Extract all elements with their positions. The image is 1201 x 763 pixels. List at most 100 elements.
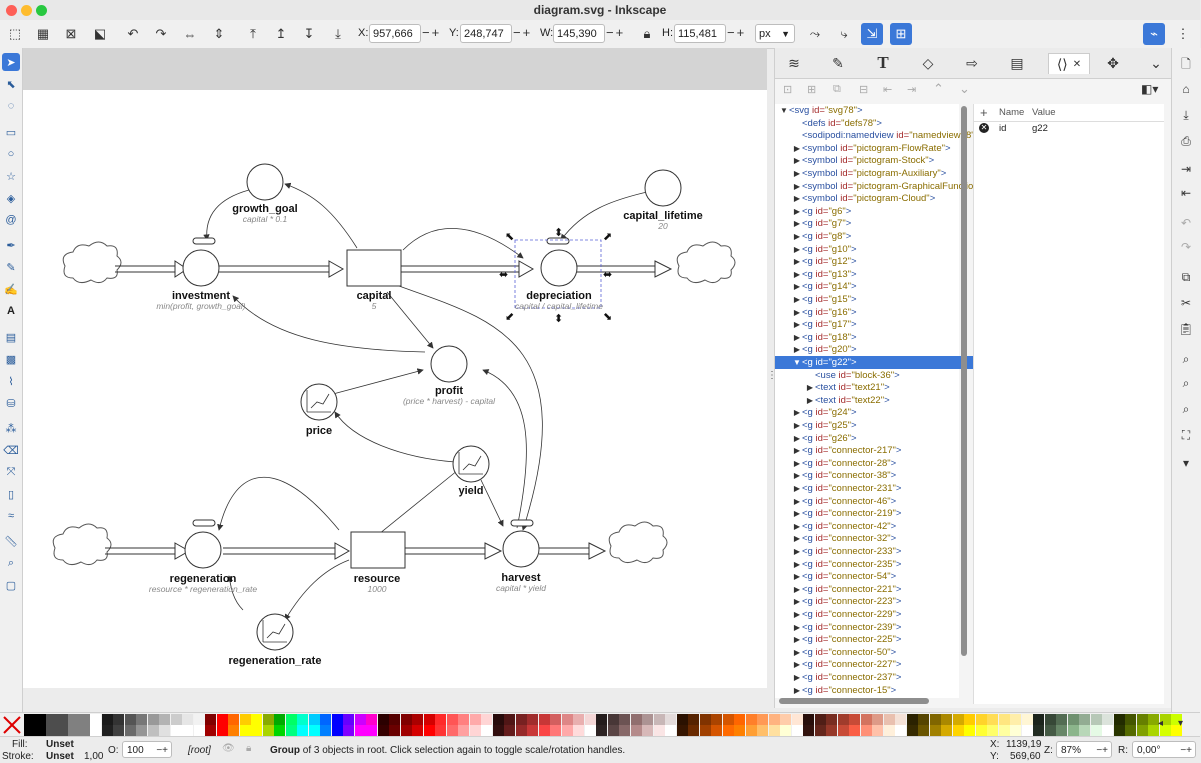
collapsed-triangle-icon[interactable]: ▶ <box>793 307 801 317</box>
color-swatch[interactable] <box>1056 714 1067 725</box>
color-swatch[interactable] <box>147 714 159 725</box>
color-swatch[interactable] <box>1113 714 1125 725</box>
more-commands-chevron-icon[interactable]: ▾ <box>1182 456 1190 470</box>
graph-price[interactable] <box>300 383 338 421</box>
color-swatch-tint[interactable] <box>860 725 872 736</box>
xml-node-row[interactable]: ▶<text id="text21"> <box>775 381 989 394</box>
lower-icon[interactable]: ↧ <box>303 26 315 41</box>
color-swatch[interactable] <box>205 714 216 725</box>
collapsed-triangle-icon[interactable]: ▶ <box>793 484 801 493</box>
color-swatch-tint[interactable] <box>1136 725 1148 736</box>
color-swatch[interactable] <box>538 714 550 725</box>
collapsed-triangle-icon[interactable]: ▶ <box>793 685 801 695</box>
stroke-width-value[interactable]: 1,00 <box>84 751 104 762</box>
rotate-ccw-icon[interactable]: ↶ <box>127 26 139 41</box>
xml-node-row[interactable]: <defs id="defs78"> <box>775 117 976 130</box>
collapsed-triangle-icon[interactable]: ▶ <box>793 446 801 456</box>
color-swatch-tint[interactable] <box>619 725 630 736</box>
xml-node-row[interactable]: ▶<g id="g18"> <box>775 331 976 344</box>
color-swatch[interactable] <box>423 714 435 725</box>
zoom-selection-icon[interactable]: ⌕ <box>1182 351 1190 366</box>
collapsed-triangle-icon[interactable]: ▶ <box>793 433 801 443</box>
layer-lock-icon[interactable]: 🔒︎ <box>246 743 252 754</box>
color-swatch-tint[interactable] <box>285 725 297 736</box>
color-swatch-tint[interactable] <box>377 725 389 736</box>
collapsed-triangle-icon[interactable]: ▶ <box>793 547 801 556</box>
color-swatch-tint[interactable] <box>584 725 596 736</box>
color-swatch[interactable] <box>596 714 607 725</box>
color-swatch[interactable] <box>481 714 492 725</box>
import-icon[interactable]: ⇥ <box>1180 162 1192 176</box>
color-swatch[interactable] <box>607 714 619 725</box>
color-swatch[interactable] <box>699 714 711 725</box>
aux-profit[interactable] <box>430 345 468 383</box>
no-paint-swatch-icon[interactable] <box>2 715 22 735</box>
color-swatch[interactable] <box>561 714 573 725</box>
rectangle-tool-icon[interactable]: ▭ <box>5 126 17 139</box>
zoom-fit-icon[interactable]: ⛶ <box>1181 427 1191 442</box>
color-swatch[interactable] <box>297 714 308 725</box>
xml-node-row[interactable]: ▶<g id="g25"> <box>775 419 976 432</box>
scale-stroke-icon[interactable]: ⤳ <box>809 26 821 41</box>
aux-capital-lifetime[interactable] <box>644 169 682 207</box>
selector-tool-icon[interactable]: ➤ <box>2 53 20 71</box>
color-swatch-tint[interactable] <box>515 725 527 736</box>
color-swatch-tint[interactable] <box>791 725 803 736</box>
collapsed-triangle-icon[interactable]: ▶ <box>793 471 801 481</box>
lpe-tool-icon[interactable]: ≈ <box>7 510 15 522</box>
collapsed-triangle-icon[interactable]: ▶ <box>793 572 801 582</box>
color-swatch[interactable] <box>170 714 182 725</box>
xml-node-row[interactable]: ▶<g id="connector-235"> <box>775 558 976 571</box>
ellipse-tool-icon[interactable]: ○ <box>7 148 15 160</box>
xml-node-row[interactable]: <use id="block-36"> <box>775 369 989 382</box>
color-swatch-tint[interactable] <box>975 725 987 736</box>
color-swatch[interactable] <box>90 714 101 725</box>
dock-menu-chevron-icon[interactable]: ⌄ <box>1150 54 1162 71</box>
color-swatch-tint[interactable] <box>780 725 791 736</box>
color-swatch[interactable] <box>929 714 941 725</box>
color-swatch-tint[interactable] <box>573 725 584 736</box>
collapsed-triangle-icon[interactable]: ▶ <box>793 219 801 229</box>
color-swatch[interactable] <box>320 714 331 725</box>
color-swatch[interactable] <box>182 714 193 725</box>
collapsed-triangle-icon[interactable]: ▶ <box>793 143 801 153</box>
tweak-tool-icon[interactable]: ◌ <box>7 100 15 112</box>
node-tool-icon[interactable]: ⬉ <box>6 78 16 91</box>
xml-node-row[interactable]: ▶<g id="g14"> <box>775 280 976 293</box>
color-swatch[interactable] <box>446 714 458 725</box>
color-swatch[interactable] <box>343 714 354 725</box>
palette-scroll-icon[interactable]: ◂ <box>1158 718 1164 729</box>
delete-attribute-icon[interactable]: ✕ <box>979 123 989 133</box>
color-swatch-tint[interactable] <box>642 725 653 736</box>
collapsed-triangle-icon[interactable]: ▶ <box>793 181 801 191</box>
color-swatch[interactable] <box>814 714 826 725</box>
color-swatch-tint[interactable] <box>964 725 975 736</box>
star-tool-icon[interactable]: ☆ <box>6 170 16 183</box>
lower-to-bottom-icon[interactable]: ⤓ <box>335 26 341 41</box>
xml-node-row[interactable]: ▶<g id="g10"> <box>775 243 976 256</box>
color-swatch-tint[interactable] <box>607 725 619 736</box>
xml-editor-tab[interactable]: ⟨⟩✕ <box>1048 53 1090 74</box>
color-swatch[interactable] <box>849 714 860 725</box>
zoom-window-button[interactable] <box>36 5 47 16</box>
color-swatch-tint[interactable] <box>688 725 699 736</box>
color-swatch-tint[interactable] <box>1148 725 1159 736</box>
color-swatch-tint[interactable] <box>1021 725 1033 736</box>
flip-vertical-icon[interactable]: ⇕ <box>213 26 225 41</box>
color-swatch[interactable] <box>1033 714 1044 725</box>
opacity-field[interactable]: 100−+ <box>122 741 172 758</box>
color-swatch[interactable] <box>331 714 343 725</box>
color-swatch-tint[interactable] <box>274 725 285 736</box>
color-swatch[interactable] <box>998 714 1010 725</box>
color-swatch-tint[interactable] <box>159 725 170 736</box>
color-swatch-tint[interactable] <box>1067 725 1079 736</box>
color-swatch[interactable] <box>285 714 297 725</box>
xml-node-row[interactable]: ▶<g id="connector-229"> <box>775 608 976 621</box>
collapsed-triangle-icon[interactable]: ▶ <box>793 257 801 267</box>
collapsed-triangle-icon[interactable]: ▶ <box>793 421 801 430</box>
flow-depreciation[interactable] <box>540 237 578 287</box>
color-swatch[interactable] <box>308 714 320 725</box>
color-swatch-tint[interactable] <box>550 725 561 736</box>
color-swatch-tint[interactable] <box>182 725 193 736</box>
color-swatch[interactable] <box>113 714 124 725</box>
